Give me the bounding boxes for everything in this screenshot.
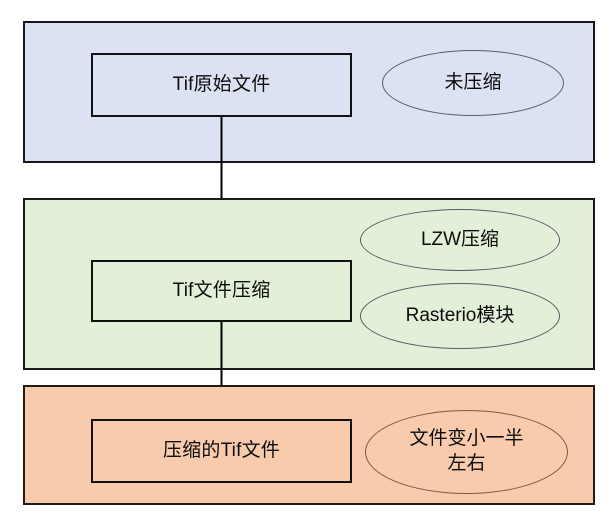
annotation-uncompressed[interactable]: 未压缩 — [382, 50, 564, 116]
annotation-label-file-size-halved-line1: 文件变小一半 — [409, 428, 524, 450]
annotation-rasterio-module[interactable]: Rasterio模块 — [360, 283, 560, 349]
annotation-label-rasterio-module: Rasterio模块 — [405, 304, 515, 326]
node-label-tif-file-compression: Tif文件压缩 — [172, 280, 271, 302]
node-label-compressed-tif-file: 压缩的Tif文件 — [162, 440, 280, 462]
annotation-label-file-size-halved-line2: 左右 — [447, 453, 486, 474]
annotation-label-uncompressed: 未压缩 — [444, 71, 502, 93]
node-tif-file-compression[interactable]: Tif文件压缩 — [91, 260, 352, 322]
node-compressed-tif-file[interactable]: 压缩的Tif文件 — [91, 419, 352, 483]
annotation-file-size-halved[interactable]: 文件变小一半 左右 — [365, 410, 568, 494]
annotation-lzw-compression[interactable]: LZW压缩 — [360, 209, 560, 271]
node-tif-original-file[interactable]: Tif原始文件 — [91, 53, 352, 117]
annotation-label-file-size-halved: 文件变小一半 左右 — [395, 427, 537, 476]
node-label-tif-original-file: Tif原始文件 — [172, 74, 271, 96]
annotation-label-lzw-compression: LZW压缩 — [420, 228, 500, 250]
